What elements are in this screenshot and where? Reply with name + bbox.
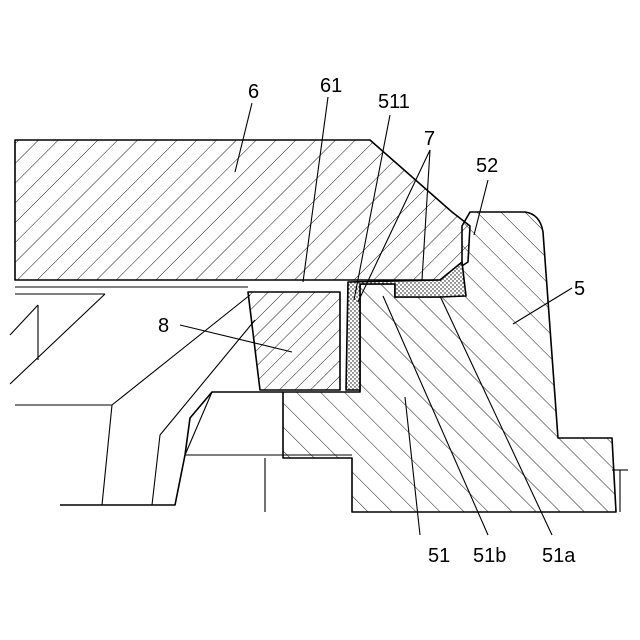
label-8: 8 (158, 315, 169, 337)
label-51a: 51a (542, 545, 576, 567)
part-8-block (248, 292, 340, 390)
label-6: 6 (248, 81, 259, 103)
label-52: 52 (476, 155, 498, 177)
label-61: 61 (320, 75, 342, 97)
label-51: 51 (428, 545, 450, 567)
label-51b: 51b (473, 545, 506, 567)
label-511: 511 (378, 91, 410, 113)
label-7: 7 (424, 128, 435, 150)
label-5: 5 (574, 278, 585, 300)
